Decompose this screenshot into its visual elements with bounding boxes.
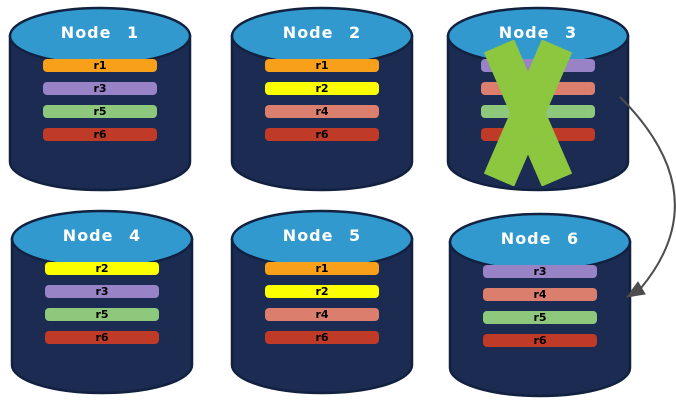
replica-bar: r6 [45, 331, 159, 344]
node-6: Node 6 r3 r4 r5 r6 [447, 206, 633, 402]
replica-bar: r2 [265, 82, 379, 95]
replica-bar: r4 [483, 288, 597, 301]
replica-bar: r1 [43, 59, 157, 72]
replica-label: r1 [315, 262, 329, 275]
replica-label: r3 [533, 265, 547, 278]
replica-label: r4 [533, 288, 547, 301]
replica-bar: r5 [45, 308, 159, 321]
replica-label: r4 [315, 105, 329, 118]
node-1: Node 1 r1 r3 r5 r6 [7, 0, 193, 196]
replica-label: r1 [93, 59, 107, 72]
replica-bar: r3 [483, 265, 597, 278]
replica-label: r2 [95, 262, 109, 275]
replica-label: r5 [95, 308, 109, 321]
node-title: Node 3 [498, 23, 578, 42]
replica-label: r2 [315, 285, 329, 298]
database-cylinder-icon [10, 209, 194, 395]
node-5: Node 5 r1 r2 r4 r6 [229, 203, 415, 399]
replica-bar: r6 [43, 128, 157, 141]
replica-bar: r6 [483, 334, 597, 347]
replica-bar: r1 [265, 262, 379, 275]
replica-label: r5 [533, 311, 547, 324]
replica-bar: r4 [265, 308, 379, 321]
replica-label: r6 [315, 128, 329, 141]
replica-label: r4 [315, 308, 329, 321]
replica-label: r6 [93, 128, 107, 141]
replica-bar: r2 [265, 285, 379, 298]
replica-label: r6 [533, 334, 547, 347]
failure-x-icon [483, 40, 573, 186]
node-4: Node 4 r2 r3 r5 r6 [9, 203, 195, 399]
replica-bar: r3 [45, 285, 159, 298]
node-title: Node 4 [62, 226, 142, 245]
replica-label: r6 [95, 331, 109, 344]
replica-label: r1 [315, 59, 329, 72]
replica-bar: r1 [265, 59, 379, 72]
replica-bar: r5 [483, 311, 597, 324]
node-title: Node 6 [500, 229, 580, 248]
node-title: Node 2 [282, 23, 362, 42]
replica-label: r3 [93, 82, 107, 95]
node-3: Node 3 r3 r4 r5 r6 [445, 0, 631, 196]
replica-label: r6 [315, 331, 329, 344]
replica-bar: r4 [265, 105, 379, 118]
replica-bar: r5 [43, 105, 157, 118]
replica-bar: r6 [265, 128, 379, 141]
node-2: Node 2 r1 r2 r4 r6 [229, 0, 415, 196]
node-title: Node 1 [60, 23, 140, 42]
replica-label: r5 [93, 105, 107, 118]
replica-bar: r6 [265, 331, 379, 344]
replica-bar: r3 [43, 82, 157, 95]
replica-bar: r2 [45, 262, 159, 275]
node-title: Node 5 [282, 226, 362, 245]
replica-label: r2 [315, 82, 329, 95]
replica-label: r3 [95, 285, 109, 298]
